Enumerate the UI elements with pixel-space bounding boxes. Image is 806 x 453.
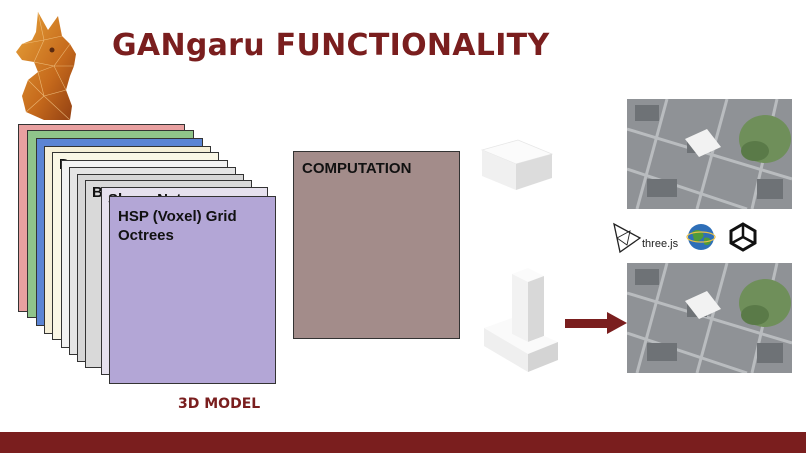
layer-front-text: HSP (Voxel) Grid Octrees xyxy=(118,208,237,244)
footer-bar xyxy=(0,432,806,453)
model-label: 3D MODEL xyxy=(178,396,261,412)
computation-label: COMPUTATION xyxy=(302,160,412,177)
satellite-map-bottom xyxy=(627,263,792,373)
white-block-lshape xyxy=(484,268,558,372)
arrow-right-icon xyxy=(565,312,627,334)
threejs-label: three.js xyxy=(642,238,679,250)
llama-logo-icon xyxy=(16,11,76,121)
white-block-top xyxy=(480,139,554,190)
layer-front: HSP (Voxel) Grid Octrees xyxy=(109,196,276,384)
computation-box: COMPUTATION xyxy=(293,151,460,339)
satellite-map-top xyxy=(627,99,792,209)
globe-icon xyxy=(686,224,716,250)
slide-title: GANgaru FUNCTIONALITY xyxy=(112,28,550,63)
layer-b-caption: B xyxy=(92,184,103,201)
threejs-logo-icon xyxy=(613,222,642,254)
unity-logo-icon xyxy=(729,222,757,252)
